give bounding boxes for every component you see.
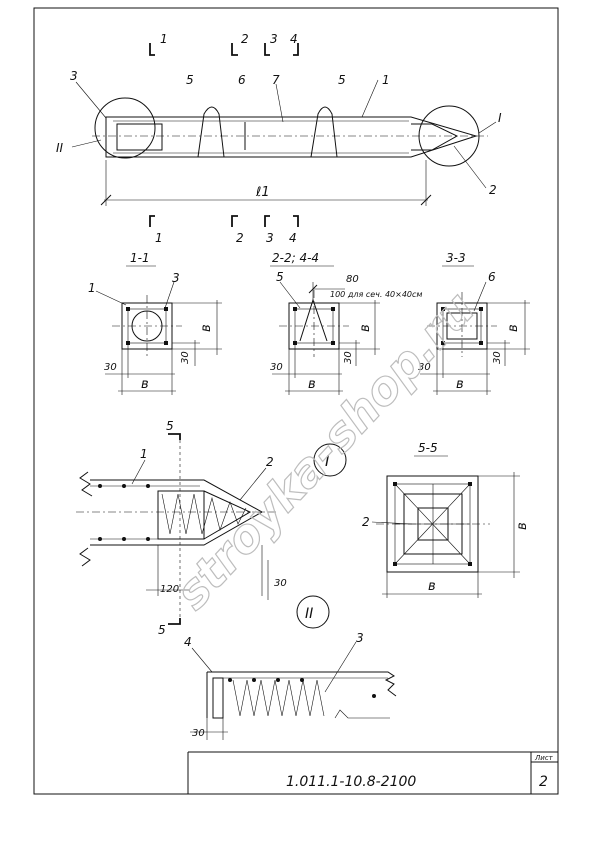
detail-II-dim-30: 30: [192, 728, 205, 739]
sheet-label: Лист: [534, 754, 554, 762]
detail-II-callout-3: 3: [356, 631, 364, 645]
sheet-frame: [33, 7, 559, 795]
dim-b-vertical-s22: в: [358, 324, 373, 332]
dim-b-vertical-s11: в: [199, 324, 214, 332]
cut-5-bottom-label: 5: [158, 623, 166, 637]
section-1-1: 1-1 1 3 в 30 30 в: [88, 251, 222, 395]
callout-5-s22: 5: [276, 270, 284, 284]
section-title-5-5: 5-5: [418, 441, 438, 455]
dim-30-horizontal-s22: 30: [270, 362, 283, 373]
callout-roman-2: II: [56, 141, 64, 155]
callout-3-s11: 3: [172, 271, 180, 285]
cut-label-1-bottom: 1: [155, 231, 163, 245]
dim-30-horizontal-s33: 30: [418, 362, 431, 373]
dim-30-vertical-s11: 30: [180, 351, 191, 364]
callout-3: 3: [70, 69, 78, 83]
cut-5-top-label: 5: [166, 419, 174, 433]
section55-callout-2: 2: [362, 515, 370, 529]
drawing-code: 1.011.1-10.8-2100: [286, 774, 416, 790]
cut-label-1-top: 1: [160, 32, 168, 46]
callout-5-left: 5: [186, 73, 194, 87]
callout-1: 1: [382, 73, 390, 87]
section-2-2-4-4: 2-2; 4-4 5 80 100 для сеч. 40×40см в 30 …: [270, 251, 422, 395]
dim-b-horizontal-s33: в: [456, 377, 464, 392]
section-3-3: 3-3 6 в 30 30 в: [418, 251, 530, 395]
dim-b-horizontal-s11: в: [141, 377, 149, 392]
callout-6: 6: [238, 73, 246, 87]
dim-30-horizontal-s11: 30: [104, 362, 117, 373]
title-block: 1.011.1-10.8-2100 Лист 2: [187, 751, 558, 794]
dim-b-horizontal-s22: в: [308, 377, 316, 392]
callout-5-right: 5: [338, 73, 346, 87]
sheet-number: 2: [539, 774, 548, 790]
dim-30-vertical-s33: 30: [492, 351, 503, 364]
section55-dim-b-vertical: в: [515, 522, 530, 530]
section55-dim-b-horizontal: в: [428, 579, 436, 594]
pile-elevation: 1 2 3 4 1 2 3 4 3 5 6 7 5 1 I II 2 ℓ1: [56, 32, 502, 245]
cut-label-3-top: 3: [270, 32, 278, 46]
detail-II-callout-4: 4: [184, 635, 192, 649]
detail-I-callout-1: 1: [140, 447, 148, 461]
note-80: 80: [346, 274, 359, 285]
detail-II-roman: II: [305, 606, 313, 622]
callout-2: 2: [489, 183, 497, 197]
cut-label-4-top: 4: [290, 32, 298, 46]
section-5-5: 5-5 2 в в: [362, 441, 530, 598]
dim-30-vertical-s22: 30: [343, 351, 354, 364]
section-title-2-2: 2-2; 4-4: [272, 251, 319, 265]
length-dimension-l1: ℓ1: [255, 185, 270, 200]
section-title-3-3: 3-3: [446, 251, 466, 265]
detail-I-callout-2: 2: [266, 455, 274, 469]
dim-120: 120: [160, 584, 179, 595]
section-title-1-1: 1-1: [130, 251, 150, 265]
cut-label-4-bottom: 4: [289, 231, 297, 245]
detail-I-roman: I: [325, 452, 330, 470]
callout-roman-1: I: [498, 111, 502, 125]
callout-1-s11: 1: [88, 281, 96, 295]
cut-label-3-bottom: 3: [266, 231, 274, 245]
cut-label-2-bottom: 2: [236, 231, 244, 245]
detail-II-pile-head: II 4 3 30: [184, 595, 397, 740]
callout-6-s33: 6: [488, 270, 496, 284]
callout-7: 7: [272, 73, 280, 87]
cut-label-2-top: 2: [241, 32, 249, 46]
detail-I-pile-tip: 1 2 I 5 5 120 30: [76, 419, 347, 637]
dim-30-detail-I: 30: [274, 578, 287, 589]
dim-b-vertical-s33: в: [506, 324, 521, 332]
note-100-for-section: 100 для сеч. 40×40см: [330, 290, 422, 299]
